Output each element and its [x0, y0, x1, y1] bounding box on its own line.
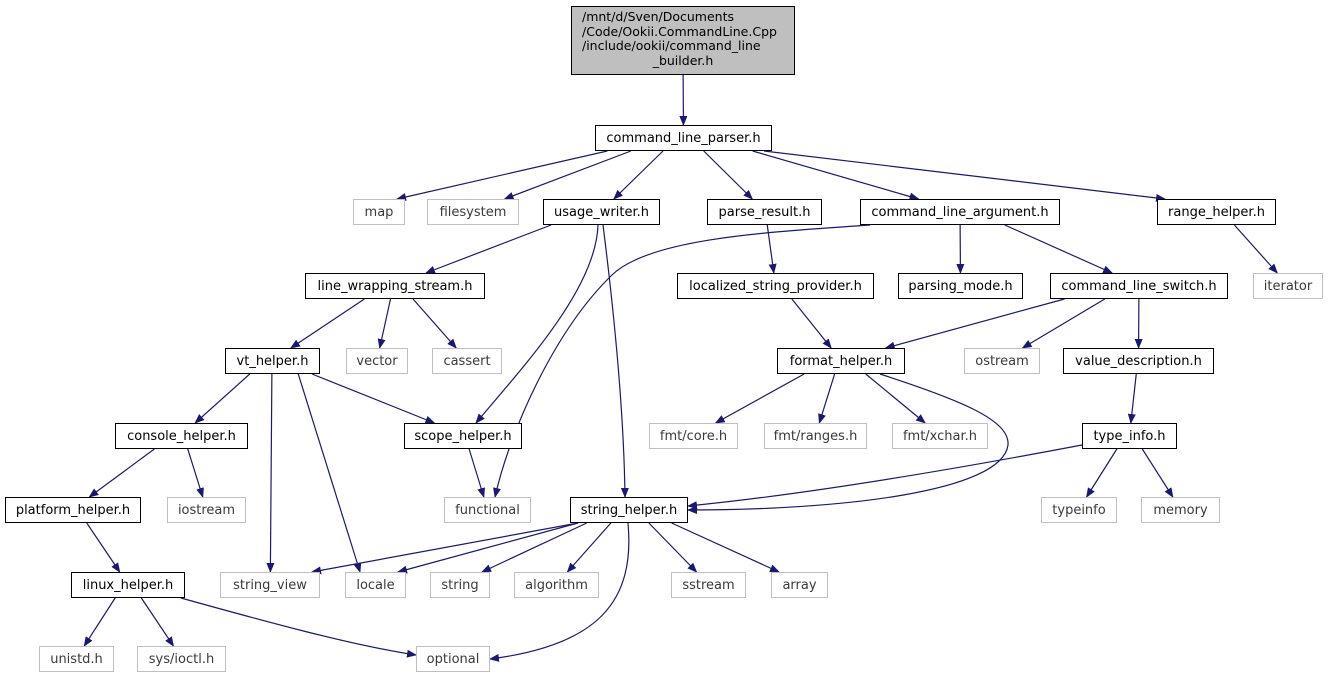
edge-type-info-to-typeinfo — [1086, 448, 1118, 498]
node-vector: vector — [346, 348, 408, 374]
node-command-line-switch[interactable]: command_line_switch.h — [1050, 273, 1228, 299]
edge-format-helper-to-fmt-core — [714, 373, 805, 424]
edge-scope-helper-to-functional — [468, 448, 486, 498]
edge-string-helper-to-optional — [489, 522, 630, 662]
node-format-helper[interactable]: format_helper.h — [777, 348, 905, 374]
edge-string-helper-to-locale — [397, 522, 579, 574]
edge-vt-helper-to-string-view — [266, 373, 275, 573]
edge-format-helper-to-string-helper — [687, 373, 1009, 514]
node-scope-helper[interactable]: scope_helper.h — [404, 423, 522, 449]
node-command-line-argument[interactable]: command_line_argument.h — [860, 199, 1060, 225]
node-usage-writer[interactable]: usage_writer.h — [543, 199, 660, 225]
node-optional: optional — [416, 646, 490, 672]
node-parsing-mode[interactable]: parsing_mode.h — [898, 273, 1023, 299]
node-algorithm: algorithm — [514, 572, 599, 598]
node-fmt-xchar: fmt/xchar.h — [892, 423, 988, 449]
edge-command-line-parser-to-parse-result — [703, 150, 754, 200]
node-line-wrapping-stream[interactable]: line_wrapping_stream.h — [305, 273, 485, 299]
node-string-helper[interactable]: string_helper.h — [570, 497, 688, 523]
edge-line-wrapping-stream-to-vector — [377, 298, 392, 349]
node-map: map — [353, 199, 405, 225]
edge-string-helper-to-string-view — [311, 522, 579, 575]
node-typeinfo: typeinfo — [1041, 497, 1117, 523]
node-sys-ioctl: sys/ioctl.h — [137, 646, 226, 672]
node-localized-string-provider[interactable]: localized_string_provider.h — [677, 273, 874, 299]
node-ostream: ostream — [964, 348, 1040, 374]
edge-value-description-to-type-info — [1127, 373, 1137, 424]
edge-usage-writer-to-string-helper — [602, 224, 629, 498]
node-unistd: unistd.h — [39, 646, 114, 672]
node-string: string — [430, 572, 490, 598]
node-builder[interactable]: /mnt/d/Sven/Documents/Code/Ookii.Command… — [571, 6, 795, 75]
node-command-line-parser[interactable]: command_line_parser.h — [595, 125, 772, 151]
node-iostream: iostream — [167, 497, 246, 523]
node-memory: memory — [1141, 497, 1220, 523]
node-array: array — [771, 572, 828, 598]
node-fmt-core: fmt/core.h — [649, 423, 738, 449]
edge-command-line-parser-to-map — [396, 150, 608, 201]
node-range-helper[interactable]: range_helper.h — [1157, 199, 1276, 225]
edge-command-line-switch-to-format-helper — [884, 298, 1065, 350]
edge-usage-writer-to-line-wrapping-stream — [425, 224, 552, 274]
edge-usage-writer-to-scope-helper — [475, 224, 599, 424]
node-filesystem: filesystem — [427, 199, 519, 225]
edge-vt-helper-to-locale — [297, 373, 362, 573]
edge-command-line-parser-to-command-line-argument — [752, 150, 920, 201]
edge-command-line-switch-to-ostream — [1021, 298, 1106, 349]
edge-line-wrapping-stream-to-cassert — [412, 298, 457, 349]
node-platform-helper[interactable]: platform_helper.h — [5, 497, 141, 523]
edge-line-wrapping-stream-to-vt-helper — [290, 298, 365, 349]
node-fmt-ranges: fmt/ranges.h — [764, 423, 867, 449]
edge-string-helper-to-string — [481, 522, 588, 573]
edge-string-helper-to-sstream — [648, 522, 698, 573]
root-label-line: /include/ookii/command_line — [582, 38, 761, 53]
node-linux-helper[interactable]: linux_helper.h — [71, 572, 185, 598]
edge-command-line-parser-to-range-helper — [763, 150, 1166, 202]
edge-linux-helper-to-sys-ioctl — [140, 597, 175, 647]
node-functional: functional — [444, 497, 531, 523]
root-label-line: /Code/Ookii.CommandLine.Cpp — [582, 23, 777, 39]
edge-localized-string-provider-to-format-helper — [791, 298, 832, 349]
node-cassert: cassert — [432, 348, 502, 374]
root-label-line: /mnt/d/Sven/Documents — [582, 9, 734, 24]
root-label-line: _builder.h — [652, 52, 714, 68]
edge-command-line-parser-to-usage-writer — [613, 150, 664, 200]
edge-type-info-to-memory — [1141, 448, 1174, 498]
edge-type-info-to-string-helper — [687, 444, 1083, 510]
edge-vt-helper-to-scope-helper — [311, 373, 436, 424]
edge-console-helper-to-iostream — [187, 448, 204, 498]
node-parse-result[interactable]: parse_result.h — [707, 199, 822, 225]
node-iterator: iterator — [1253, 273, 1323, 299]
edge-linux-helper-to-optional — [180, 597, 417, 658]
edge-command-line-argument-to-command-line-switch — [1004, 224, 1114, 274]
edge-command-line-parser-to-filesystem — [503, 150, 632, 200]
node-type-info[interactable]: type_info.h — [1082, 423, 1177, 449]
node-locale: locale — [345, 572, 406, 598]
edge-linux-helper-to-unistd — [83, 597, 116, 647]
node-string-view: string_view — [220, 572, 320, 598]
edge-platform-helper-to-linux-helper — [86, 522, 121, 573]
node-vt-helper[interactable]: vt_helper.h — [225, 348, 320, 374]
node-sstream: sstream — [671, 572, 746, 598]
edge-range-helper-to-iterator — [1233, 224, 1278, 274]
node-value-description[interactable]: value_description.h — [1063, 348, 1214, 374]
edge-vt-helper-to-console-helper — [194, 373, 251, 424]
node-console-helper[interactable]: console_helper.h — [115, 423, 248, 449]
edge-string-helper-to-array — [671, 522, 780, 573]
edge-format-helper-to-fmt-xchar — [865, 373, 926, 424]
edge-format-helper-to-fmt-ranges — [818, 373, 836, 424]
edge-string-helper-to-algorithm — [566, 522, 612, 573]
edge-console-helper-to-platform-helper — [88, 448, 155, 498]
